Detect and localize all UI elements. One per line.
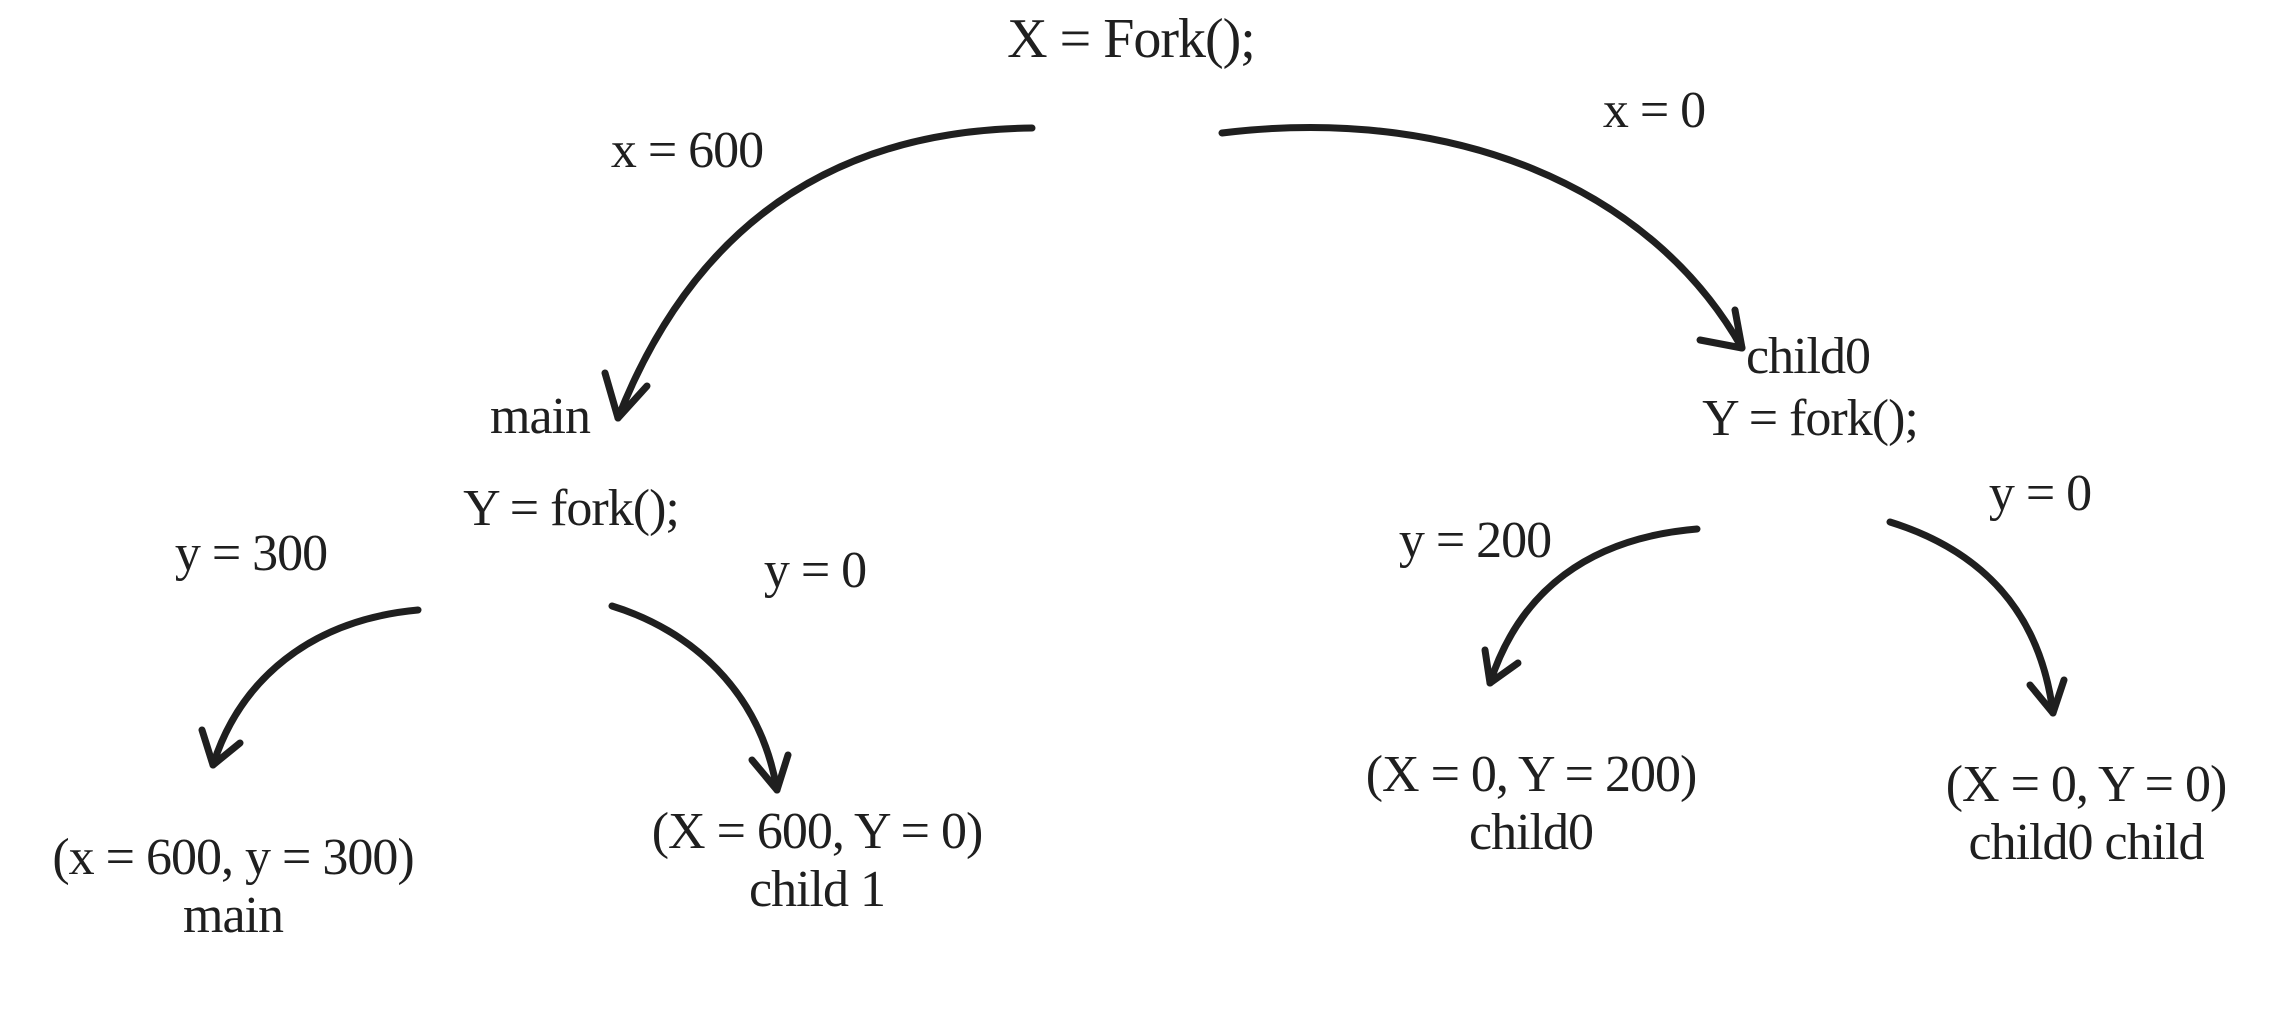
- main-node-name: main: [490, 388, 591, 445]
- leaf-main-values: (x = 600, y = 300): [52, 829, 414, 886]
- leaf-child1: (X = 600, Y = 0) child 1: [651, 803, 984, 919]
- arrow-main-to-child1: [608, 602, 792, 794]
- edge-label-y-300: y = 300: [174, 525, 328, 582]
- leaf-child1-values: (X = 600, Y = 0): [651, 803, 984, 860]
- edge-label-x-600: x = 600: [610, 122, 764, 179]
- root-fork-call: X = Fork();: [1007, 8, 1256, 70]
- arrow-root-to-child0: [1218, 124, 1746, 352]
- leaf-child0-child-values: (X = 0, Y = 0): [1945, 756, 2228, 813]
- main-node-fork-call: Y = fork();: [463, 480, 680, 537]
- arrow-child0-to-child0-child: [1886, 518, 2068, 717]
- leaf-child0-child-name: child0 child: [1968, 814, 2205, 871]
- edge-label-y-200: y = 200: [1398, 512, 1552, 569]
- edge-label-y-0-child0: y = 0: [1988, 465, 2092, 522]
- arrow-root-to-main: [601, 124, 1036, 422]
- leaf-child0-values: (X = 0, Y = 200): [1365, 746, 1698, 803]
- arrow-child0-to-leaf-child0: [1481, 525, 1701, 687]
- child0-node-name: child0: [1746, 328, 1871, 385]
- arrow-main-to-leaf-main: [198, 606, 422, 769]
- leaf-child0-child: (X = 0, Y = 0) child0 child: [1945, 756, 2228, 872]
- child0-node-fork-call: Y = fork();: [1702, 390, 1919, 447]
- edge-label-y-0-main: y = 0: [763, 542, 867, 599]
- leaf-child0: (X = 0, Y = 200) child0: [1365, 746, 1698, 862]
- edge-label-x-0: x = 0: [1602, 82, 1706, 139]
- leaf-child1-name: child 1: [749, 861, 886, 918]
- leaf-main: (x = 600, y = 300) main: [52, 829, 414, 945]
- leaf-main-name: main: [183, 887, 284, 944]
- leaf-child0-name: child0: [1469, 804, 1594, 861]
